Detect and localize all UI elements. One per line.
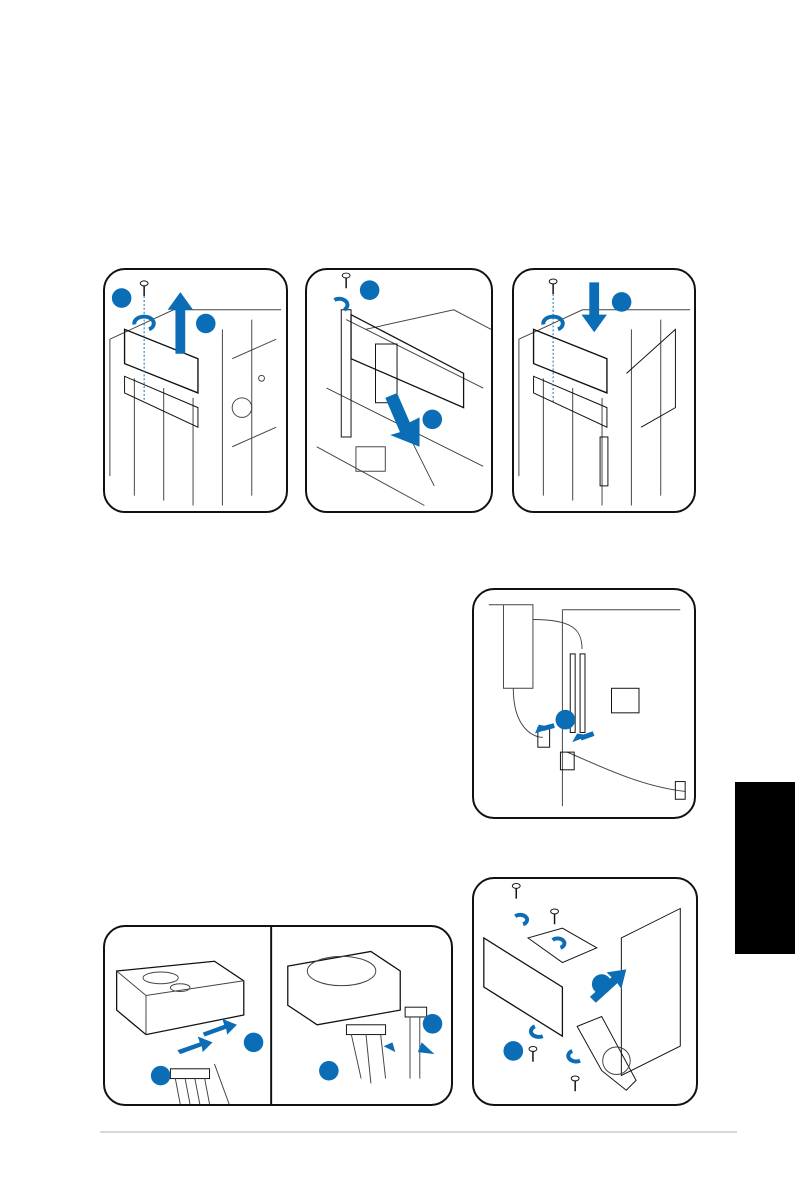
figure-connect-drive-cables [103,925,453,1106]
step-marker-4 [422,1014,443,1034]
step-marker-3 [319,1060,339,1081]
figure-connect-power-cable [472,588,696,819]
step-marker-1 [111,288,132,308]
figure-install-drive-bay [472,877,698,1106]
step-marker-2 [422,409,443,430]
figure-insert-card [305,268,493,513]
chapter-tab [735,782,795,954]
step-marker-1 [611,292,632,312]
step-marker-1 [555,709,576,730]
step-marker-1 [359,280,380,300]
step-marker-1 [150,1065,171,1086]
figure-remove-bracket [103,268,288,513]
step-marker-1 [591,974,612,994]
step-marker-2 [243,1032,264,1053]
step-marker-2 [195,313,216,334]
step-marker-2 [503,1041,524,1061]
footer-rule [100,1131,737,1133]
figure-secure-bracket [512,268,696,513]
